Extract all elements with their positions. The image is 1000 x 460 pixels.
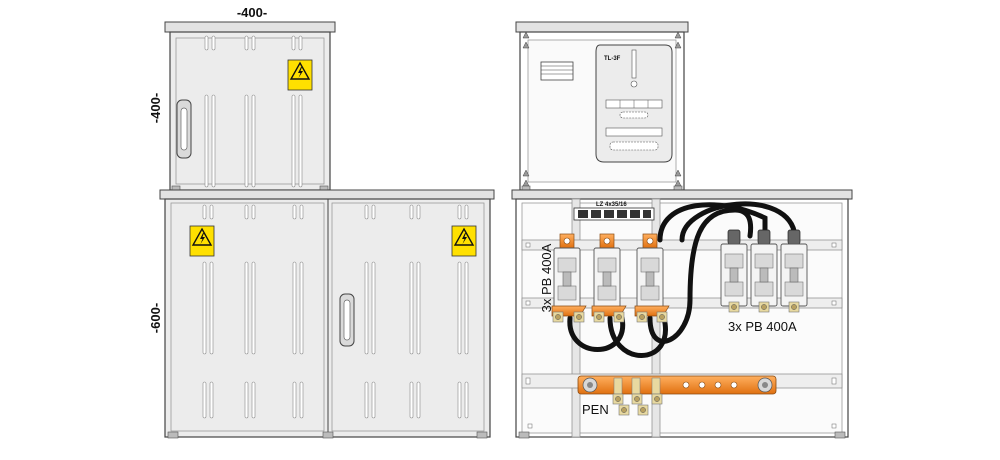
- warning-sign-icon: [287, 59, 313, 91]
- terminal-block-label: LZ 4x35/16: [596, 202, 627, 208]
- pen-busbar: [577, 375, 777, 416]
- dimension-top-height: -400-: [148, 93, 163, 123]
- top-roof-open: [515, 21, 689, 33]
- fuse-label-right: 3x PB 400A: [728, 319, 797, 334]
- front-view-open: TL-3F: [511, 21, 853, 439]
- warning-sign-icon: [451, 225, 477, 257]
- left-door: [170, 202, 325, 432]
- bottom-roof: [159, 189, 495, 200]
- right-door: [331, 202, 485, 432]
- fuse-label-left: 3x PB 400A: [539, 243, 554, 312]
- fuse-bases-right: [720, 229, 808, 313]
- dimension-bottom-height: -600-: [148, 303, 163, 333]
- fuse-bases-left: [551, 233, 670, 323]
- din-strip: [540, 61, 574, 81]
- warning-sign-icon: [189, 225, 215, 257]
- dimension-top-width: -400-: [237, 5, 267, 20]
- top-cabinet: [169, 31, 331, 191]
- bottom-roof-open: [511, 189, 853, 200]
- terminal-block: LZ 4x35/16: [573, 202, 655, 221]
- meter-board-label: TL-3F: [604, 56, 621, 62]
- pen-label: PEN: [582, 402, 609, 417]
- cables: [567, 201, 798, 358]
- top-roof: [164, 21, 336, 33]
- front-view-closed: -400- -400- -600-: [148, 5, 495, 439]
